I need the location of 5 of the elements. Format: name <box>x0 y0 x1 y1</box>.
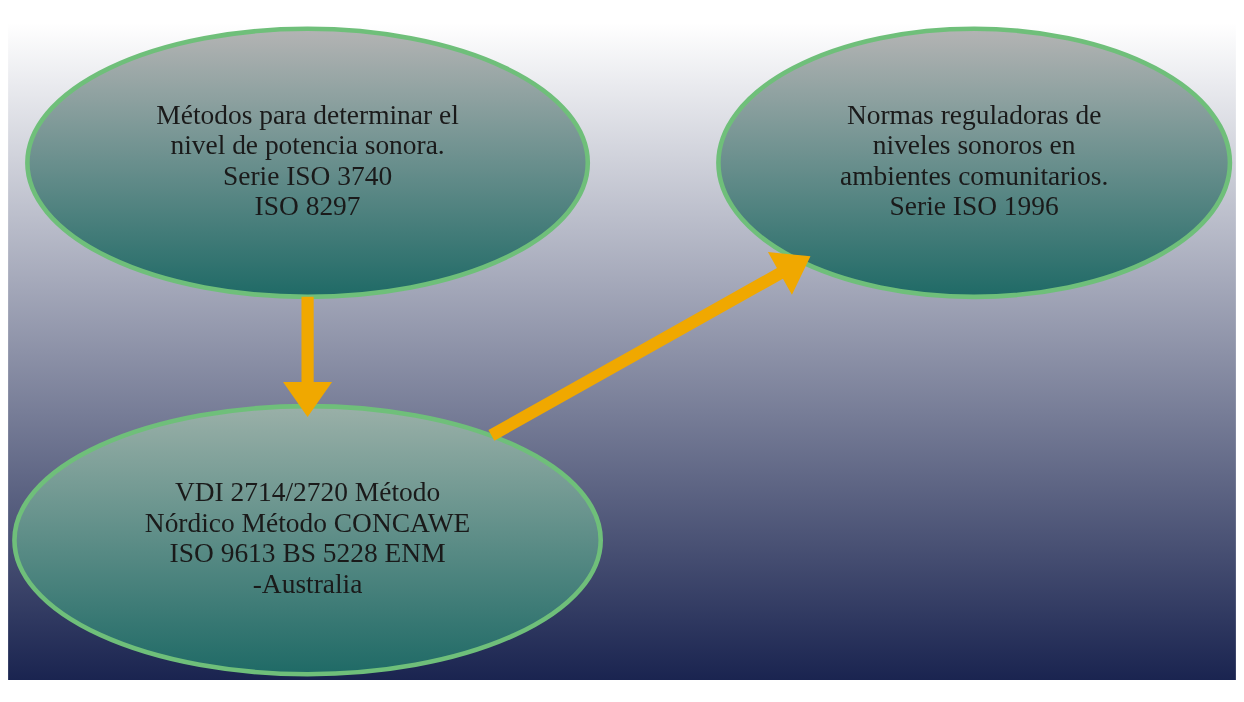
node-ellipse: VDI 2714/2720 Método Nórdico Método CONCAWE ISO 9613 BS 5228 ENM -Australia <box>12 403 603 676</box>
node-ellipse: Métodos para determinar el nivel de potencia sonora. Serie ISO 3740 ISO 8297 <box>25 26 591 299</box>
arrow <box>283 296 333 417</box>
arrow <box>488 251 811 441</box>
node-ellipse: Normas reguladoras de niveles sonoros en ambientes comunitarios. Serie ISO 1996 <box>716 26 1233 299</box>
